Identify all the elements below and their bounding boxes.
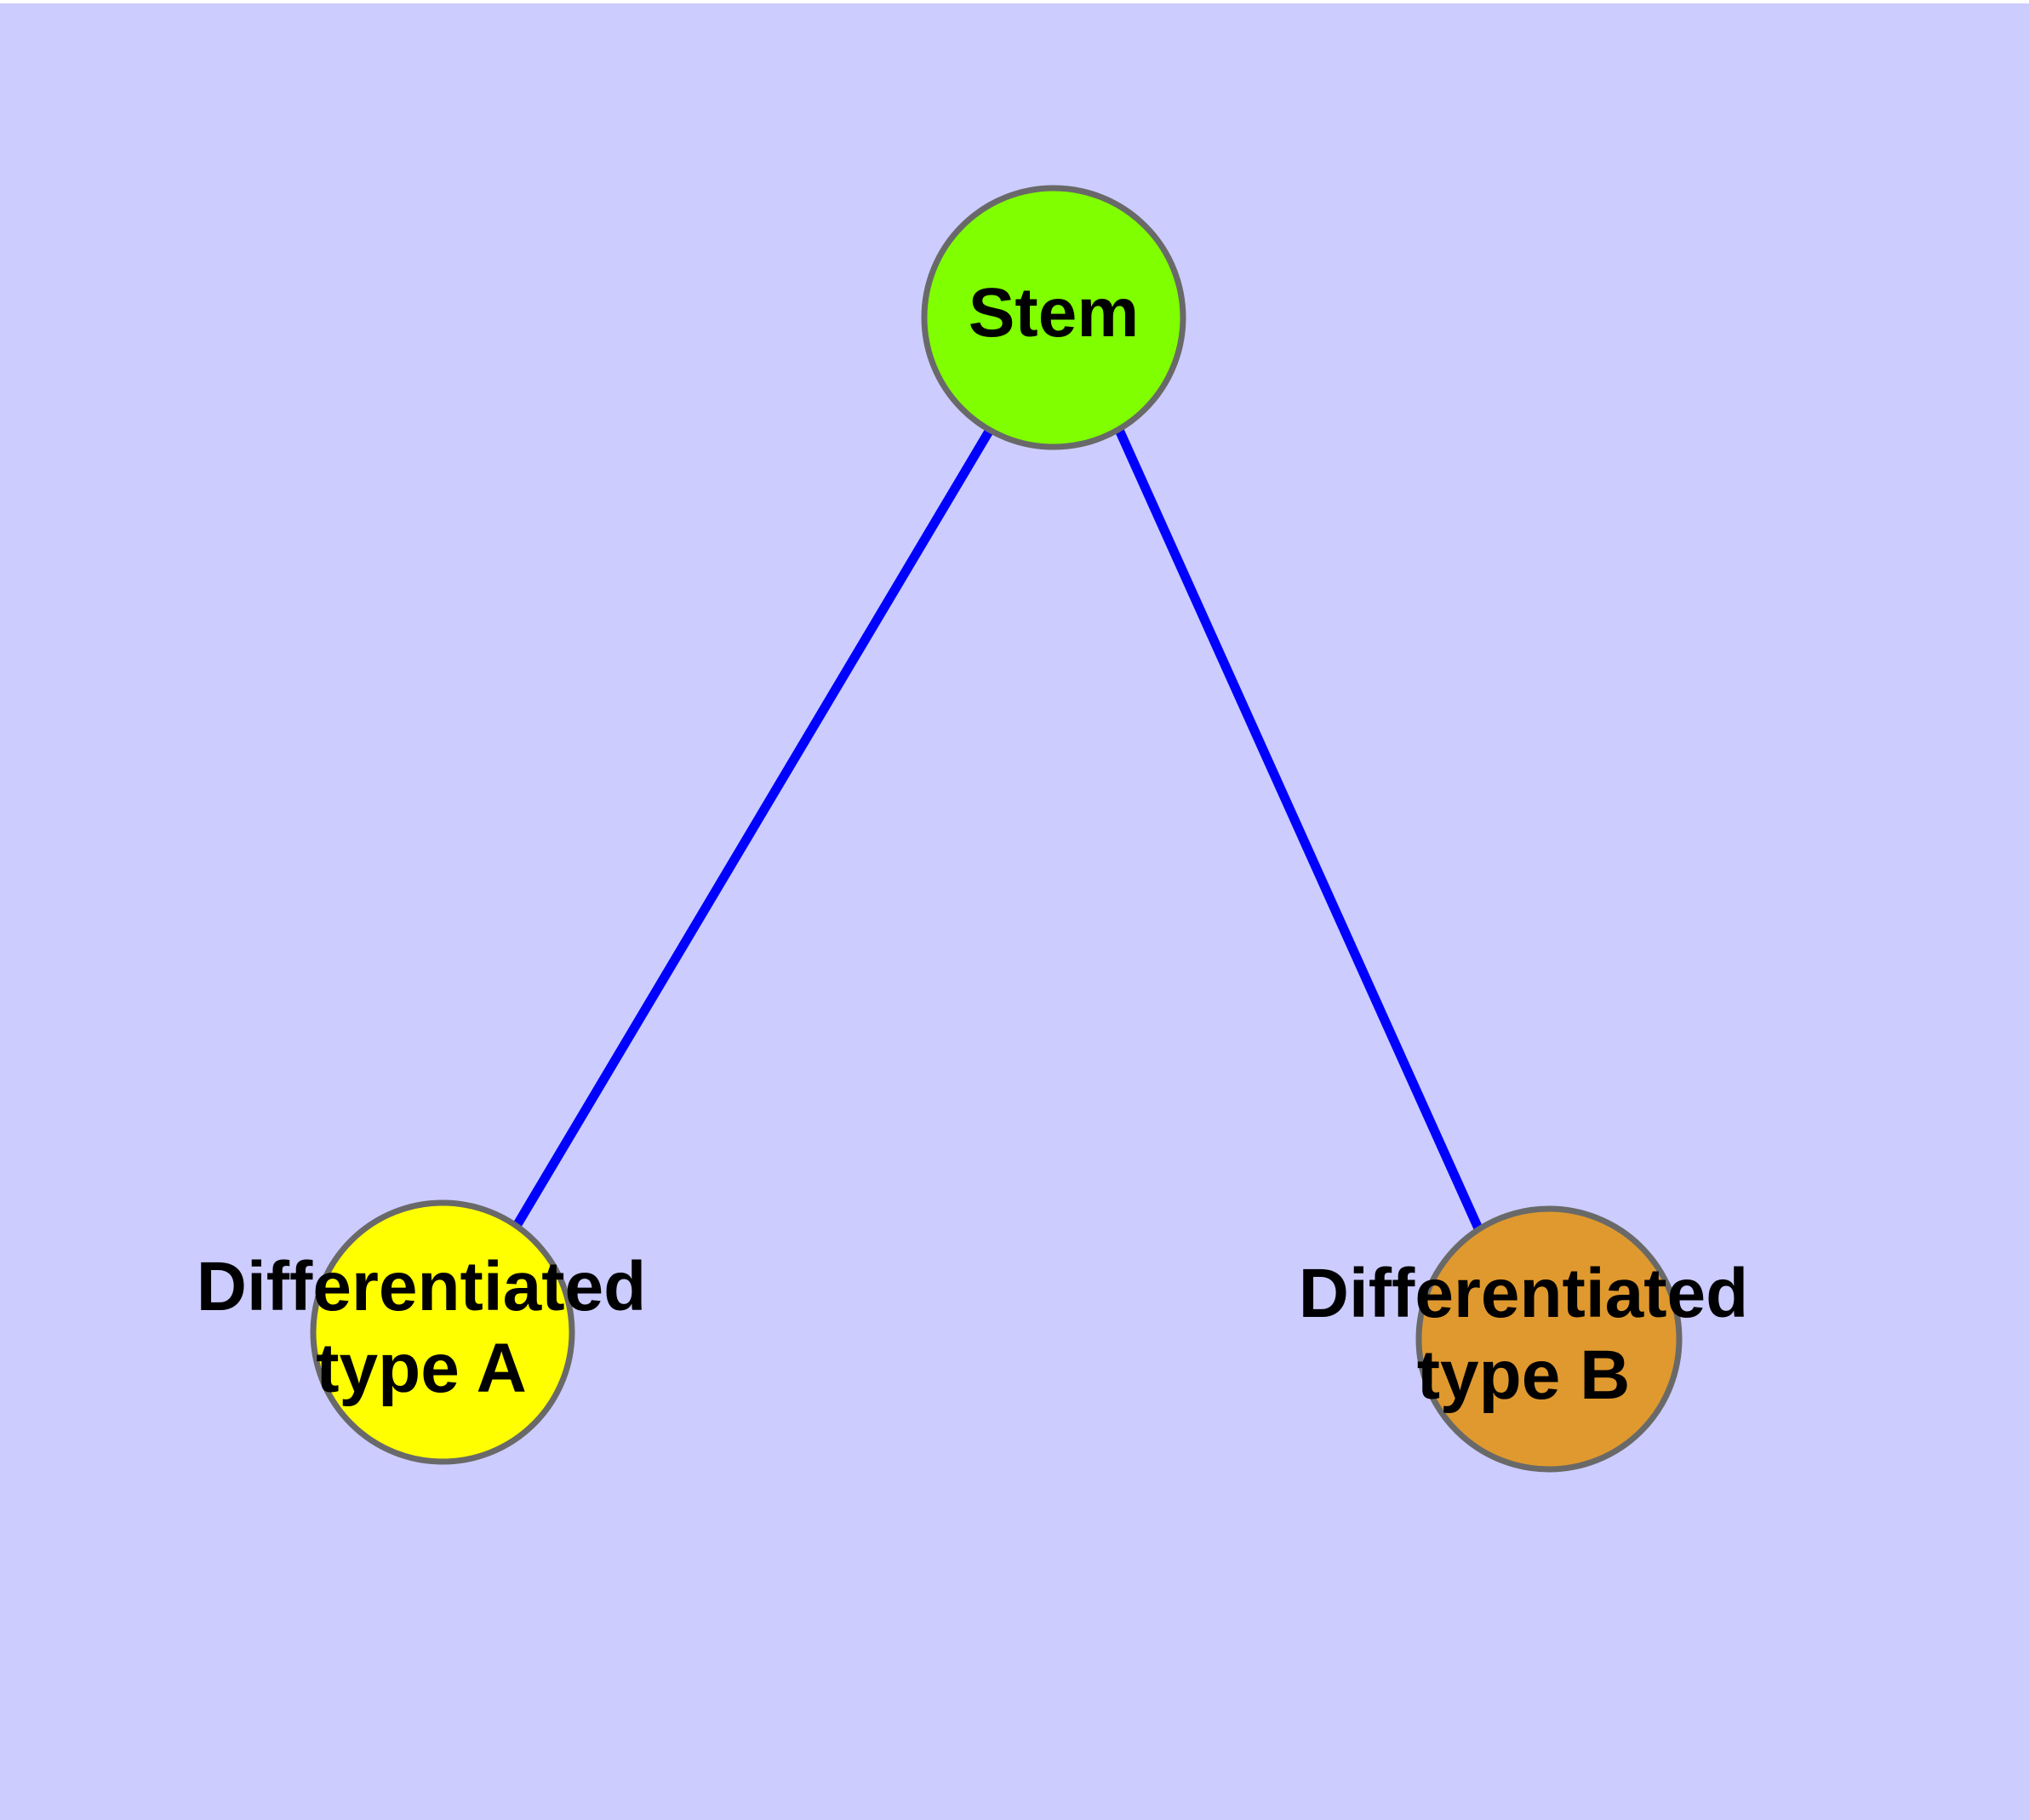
node-diff-b[interactable]	[1415, 1205, 1683, 1473]
edge-layer	[512, 427, 1483, 1231]
edge-stem-to-diff-b[interactable]	[1114, 427, 1483, 1231]
node-circle-diff-a[interactable]	[310, 1199, 575, 1465]
node-label-line: Differentiated	[197, 1248, 647, 1325]
node-label-line: Differentiated	[1299, 1255, 1749, 1332]
node-label-line: type A	[316, 1330, 527, 1407]
node-label-line: type B	[1417, 1336, 1631, 1414]
node-diff-a[interactable]	[310, 1199, 575, 1465]
node-circle-stem[interactable]	[921, 185, 1186, 450]
node-stem[interactable]	[921, 185, 1186, 450]
node-circle-diff-b[interactable]	[1415, 1205, 1683, 1473]
edge-stem-to-diff-a[interactable]	[512, 427, 994, 1228]
node-label-stem: Stem	[969, 274, 1140, 352]
node-label-line: Stem	[969, 274, 1140, 352]
